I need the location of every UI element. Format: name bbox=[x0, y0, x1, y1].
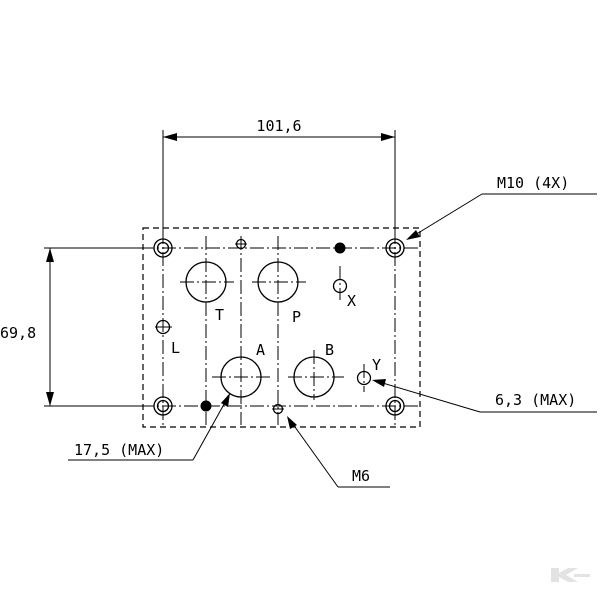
port-a-label: A bbox=[256, 341, 265, 359]
port-t-label: T bbox=[215, 306, 224, 324]
m10-leader bbox=[406, 193, 597, 240]
port-p-label: P bbox=[292, 308, 301, 326]
m6-pin-top bbox=[235, 238, 247, 250]
port-x-label: X bbox=[347, 292, 356, 310]
port-b-circle bbox=[293, 356, 335, 398]
block-outline bbox=[142, 227, 421, 428]
port-y-circle bbox=[356, 370, 372, 386]
m6-pin-bottom bbox=[272, 403, 284, 415]
port-y-label: Y bbox=[372, 356, 381, 374]
port-b-label: B bbox=[325, 341, 334, 359]
mounting-hole-bottom-left bbox=[153, 396, 173, 416]
center-lines bbox=[140, 230, 420, 425]
width-dimension bbox=[162, 130, 396, 238]
large-port-leader bbox=[68, 393, 230, 461]
small-port-label: 6,3 (MAX) bbox=[495, 391, 576, 409]
locating-dot-bottom bbox=[200, 400, 212, 412]
large-port-label: 17,5 (MAX) bbox=[74, 441, 164, 459]
mounting-hole-bottom-right bbox=[385, 396, 405, 416]
m6-leader bbox=[287, 416, 390, 488]
height-dimension bbox=[44, 247, 140, 407]
height-dimension-label: 69,8 bbox=[0, 324, 36, 342]
logo-mark bbox=[549, 566, 591, 584]
port-l-circle bbox=[155, 319, 172, 335]
width-dimension-label: 101,6 bbox=[256, 117, 301, 135]
m6-label: M6 bbox=[352, 467, 370, 485]
port-t-circle bbox=[185, 261, 227, 303]
port-p-circle bbox=[257, 261, 299, 303]
small-port-leader bbox=[372, 379, 597, 413]
locating-dot-top bbox=[334, 242, 346, 254]
port-l-label: L bbox=[171, 339, 180, 357]
m10-label: M10 (4X) bbox=[497, 174, 569, 192]
mounting-hole-top-right bbox=[385, 238, 405, 258]
mounting-hole-top-left bbox=[153, 238, 173, 258]
port-x-circle bbox=[332, 278, 348, 294]
port-a-circle bbox=[220, 356, 262, 398]
